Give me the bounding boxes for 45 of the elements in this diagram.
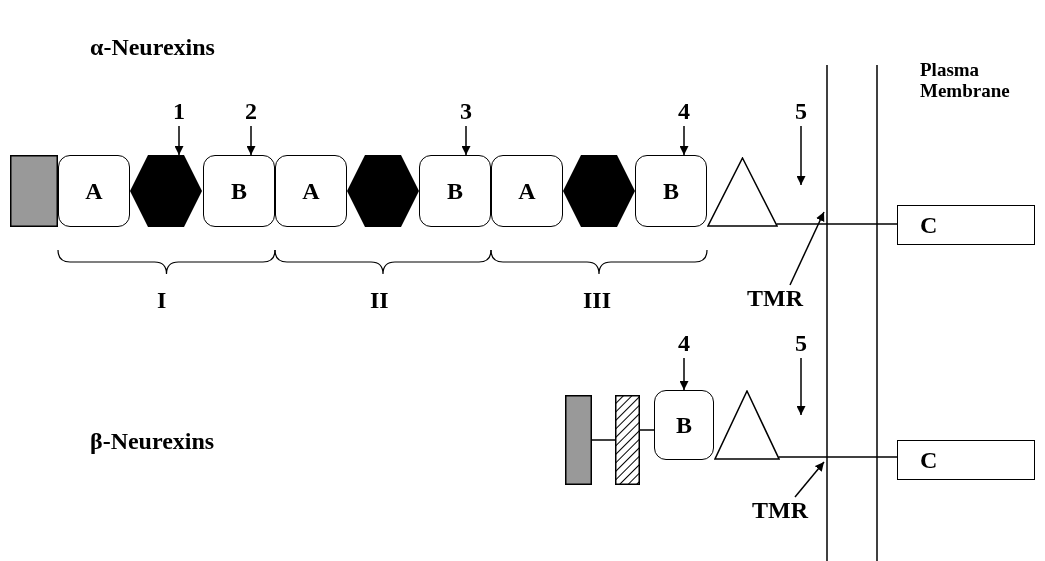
connector-line — [591, 439, 616, 441]
shaded-block — [10, 155, 58, 227]
region-label: TMR — [745, 285, 805, 313]
hexagon-domain — [347, 155, 419, 227]
triangle-domain — [707, 157, 778, 227]
connector-line — [461, 125, 471, 156]
connector-line — [174, 125, 184, 156]
region-label: I — [157, 287, 167, 314]
region-label: II — [370, 287, 389, 314]
domain-box: B — [654, 390, 714, 460]
callout-number: 2 — [242, 98, 260, 126]
region-label: TMR — [750, 497, 810, 525]
domain-box: A — [491, 155, 563, 227]
connector-line — [775, 223, 898, 225]
connector-line — [639, 429, 655, 431]
callout-number: 5 — [792, 330, 810, 358]
arrow — [789, 211, 825, 286]
arrow — [794, 461, 825, 498]
hexagon-domain — [130, 155, 202, 227]
connector-line — [777, 456, 898, 458]
hatched-block — [615, 395, 640, 485]
callout-number: 5 — [792, 98, 810, 126]
membrane-label: Plasma Membrane — [920, 60, 1011, 102]
callout-number: 3 — [457, 98, 475, 126]
title-label: β-Neurexins — [90, 428, 215, 455]
hexagon-domain — [563, 155, 635, 227]
domain-box: C — [897, 440, 1035, 480]
connector-line — [246, 125, 256, 156]
callout-number: 4 — [675, 330, 693, 358]
domain-box: B — [635, 155, 707, 227]
region-label: III — [583, 287, 612, 314]
triangle-domain — [714, 390, 780, 460]
arrow — [796, 125, 806, 186]
title-label: α-Neurexins — [90, 34, 215, 61]
domain-box: A — [58, 155, 130, 227]
domain-box: A — [275, 155, 347, 227]
connector-line — [679, 125, 689, 156]
domain-box: C — [897, 205, 1035, 245]
callout-number: 4 — [675, 98, 693, 126]
callout-number: 1 — [170, 98, 188, 126]
domain-box: B — [203, 155, 275, 227]
shaded-block — [565, 395, 592, 485]
connector-line — [679, 357, 689, 391]
arrow — [796, 357, 806, 416]
domain-box: B — [419, 155, 491, 227]
